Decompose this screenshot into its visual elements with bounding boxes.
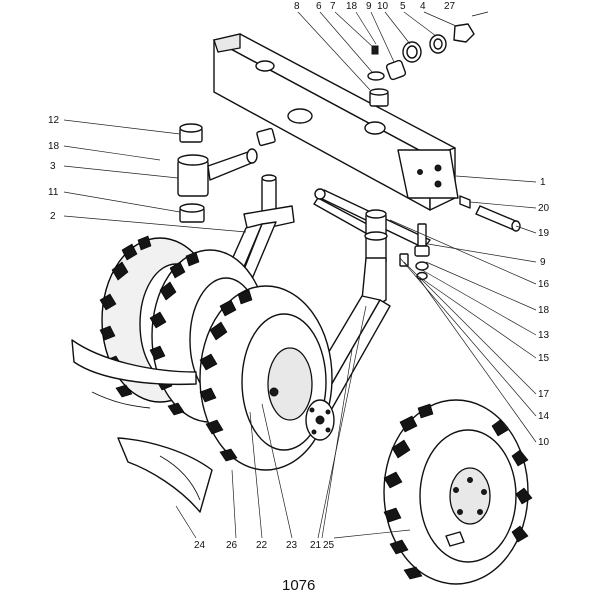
callout-24: 24 [194,540,206,551]
tire-right [383,399,533,585]
callout-3: 3 [50,161,56,172]
callout-10-right: 10 [538,437,550,448]
callout-10-top: 10 [377,1,389,12]
callout-2: 2 [50,211,56,222]
callout-7: 7 [330,1,336,12]
mudguard-lower [117,437,213,513]
callout-19: 19 [538,228,550,239]
steering-knuckle [177,123,276,223]
callout-14: 14 [538,411,550,422]
frame-beam [213,33,459,211]
mudguard-upper [71,339,197,409]
callout-4: 4 [420,1,426,12]
callout-16: 16 [538,279,550,290]
callout-labels: 8 6 7 18 9 10 5 4 27 12 18 3 11 2 1 20 1… [48,1,550,594]
callout-25: 25 [323,540,335,551]
callout-12: 12 [48,115,60,126]
callout-9-right: 9 [540,257,546,268]
callout-27: 27 [444,1,456,12]
callout-21: 21 [310,540,322,551]
callout-20: 20 [538,203,550,214]
callout-17: 17 [538,389,550,400]
callout-8: 8 [294,1,300,12]
callout-22: 22 [256,540,268,551]
callout-13: 13 [538,330,550,341]
callout-18-left: 18 [48,141,60,152]
callout-15: 15 [538,353,550,364]
callout-18-top: 18 [346,1,358,12]
callout-11: 11 [48,187,59,198]
top-small-parts [367,11,489,107]
callout-26: 26 [226,540,238,551]
right-small-parts [399,195,521,281]
callout-6: 6 [316,1,322,12]
callout-1: 1 [540,177,546,188]
figure-number: 1076 [282,577,315,594]
callout-18-right: 18 [538,305,550,316]
leader-lines [63,11,537,539]
callout-23: 23 [286,540,298,551]
callout-9-top: 9 [366,1,372,12]
tire-front-left [199,285,333,471]
callout-5: 5 [400,1,406,12]
wheel-hub [305,399,335,441]
